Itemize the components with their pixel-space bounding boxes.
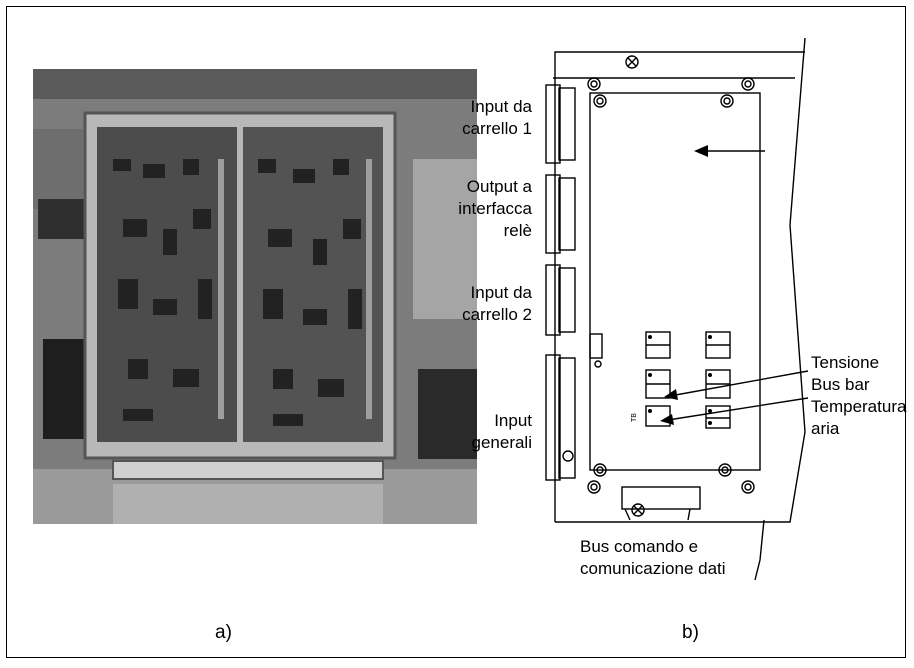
caption-panel-a: a) [215, 622, 232, 643]
circuit-board-photo [33, 69, 477, 524]
circuit-board-image [33, 69, 477, 524]
label-temperatura-aria: Temperatura aria [811, 397, 907, 438]
label-tensione-bus-bar: Tensione Bus bar [811, 353, 880, 394]
caption-panel-b: b) [682, 622, 699, 643]
label-bus-comando: Bus comando e comunicazione dati [580, 537, 726, 578]
label-input-carrello-1: Input da carrello 1 [462, 97, 532, 138]
label-output-interfaccia: Output a interfacca relè [458, 177, 532, 240]
label-input-generali: Input generali [471, 411, 533, 452]
label-input-carrello-2: Input da carrello 2 [462, 283, 532, 324]
small-tag: TB [631, 413, 638, 422]
